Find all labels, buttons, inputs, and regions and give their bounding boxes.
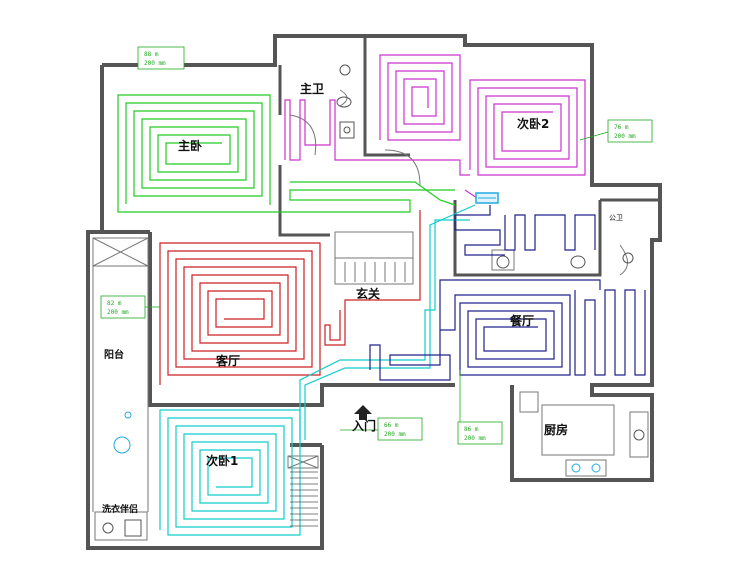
tag-spacing: 200 mm bbox=[107, 309, 129, 316]
room-label-guest-bath: 公卫 bbox=[609, 214, 623, 222]
tag-spacing: 200 mm bbox=[464, 435, 486, 442]
tag-spacing: 200 mm bbox=[384, 431, 406, 438]
entrance-arrow-icon bbox=[354, 405, 372, 420]
room-label-second-bedroom-2: 次卧2 bbox=[517, 116, 549, 131]
tag-length: 88 m bbox=[144, 51, 159, 58]
tag-length: 66 m bbox=[384, 422, 399, 429]
tag-living-room: 82 m 200 mm bbox=[100, 295, 160, 319]
room-label-balcony: 阳台 bbox=[104, 348, 124, 361]
sink-icon bbox=[339, 121, 645, 441]
plant-icon bbox=[113, 411, 132, 454]
loop-second-bedroom-1 bbox=[159, 204, 476, 536]
stair-icon bbox=[290, 471, 318, 527]
foyer-cabinet bbox=[344, 262, 406, 282]
room-label-foyer: 玄关 bbox=[356, 286, 380, 301]
washer-icon bbox=[102, 519, 142, 537]
tag-dining: 86 m 200 mm bbox=[457, 370, 503, 445]
tag-spacing: 200 mm bbox=[144, 60, 166, 67]
tag-length: 76 m bbox=[614, 124, 629, 131]
tag-spacing: 200 mm bbox=[614, 133, 636, 140]
loop-dining bbox=[369, 205, 646, 381]
room-label-master-bedroom: 主卧 bbox=[178, 138, 202, 153]
loop-living-room bbox=[159, 210, 421, 385]
loop-master-bedroom bbox=[117, 94, 456, 213]
toilet-icon bbox=[336, 96, 586, 269]
room-label-kitchen: 厨房 bbox=[544, 422, 568, 437]
room-label-dining: 餐厅 bbox=[510, 313, 534, 328]
tag-length: 86 m bbox=[464, 426, 479, 433]
tag-second-bedroom-1: 66 m 200 mm bbox=[340, 417, 423, 441]
tag-second-bedroom-2: 76 m 200 mm bbox=[579, 119, 653, 143]
inner-walls bbox=[148, 36, 660, 480]
room-label-second-bedroom-1: 次卧1 bbox=[206, 453, 238, 468]
manifold bbox=[475, 192, 499, 204]
walls bbox=[86, 34, 662, 550]
room-label-laundry: 洗衣伴侣 bbox=[102, 503, 138, 515]
tag-length: 82 m bbox=[107, 300, 122, 307]
room-label-entrance: 入门 bbox=[352, 418, 376, 433]
shower-icon bbox=[339, 64, 634, 264]
room-label-master-bath: 主卫 bbox=[300, 81, 324, 96]
tag-master-bedroom: 88 m 200 mm bbox=[137, 46, 185, 70]
stove-icon bbox=[571, 463, 601, 473]
loop-second-bedroom-2 bbox=[284, 54, 586, 201]
room-label-living-room: 客厅 bbox=[215, 353, 240, 368]
